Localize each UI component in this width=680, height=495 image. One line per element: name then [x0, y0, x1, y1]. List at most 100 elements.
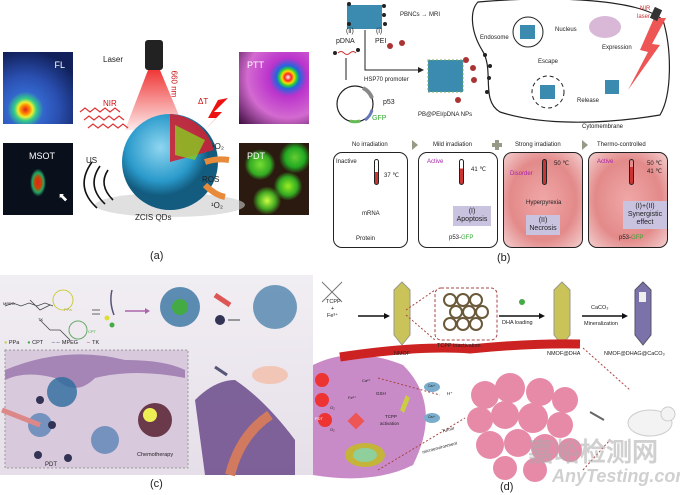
ultrasound-waves-icon [83, 161, 114, 209]
temperature-low-label: 41 ℃ [647, 169, 663, 175]
pdna-label: pDNA [336, 38, 355, 45]
tumor-tissue [195, 380, 295, 475]
fe2-label: Fe²⁺ [348, 395, 357, 400]
state-label: Inactive [336, 159, 357, 165]
nmof-dha-label: NMOF@DHA [547, 351, 581, 357]
nir-laser-label-1: NIR [640, 6, 651, 12]
hsp70-label: HSP70 promoter [364, 77, 409, 83]
tag-number: (I) [468, 208, 476, 215]
endosome [512, 16, 544, 48]
delta-t-label: ΔT [198, 97, 209, 106]
stage-title-thermo: Thermo-controlled [597, 142, 646, 148]
negative-charges [333, 2, 387, 55]
pdt-label: PDT [247, 151, 265, 161]
legend-tk: ∼ TK [86, 340, 100, 346]
product-label: p53-GFP [619, 235, 643, 241]
mpeg-structure-label: MPEG [3, 301, 15, 306]
ca-ion-label-2: Ca²⁺ [428, 415, 436, 419]
thermometer-icon [542, 159, 547, 185]
apoptosis-tag: (I)Apoptosis [453, 206, 491, 227]
msot-label: MSOT [29, 151, 55, 161]
mrna-label: mRNA [362, 211, 380, 217]
watermark-cn: 嘉峪检测网 [528, 437, 659, 467]
chemical-structure [4, 299, 71, 341]
tcpp-activation-label: TCPP [385, 414, 398, 419]
pdt-label: PDT [45, 462, 57, 468]
legend-label: TK [92, 340, 100, 346]
ros-label: ROS [202, 175, 220, 184]
legend-cpt: ● CPT [27, 340, 44, 346]
plus-label: + [331, 306, 335, 312]
nmof-dha-prism [553, 281, 571, 346]
legend-label: CPT [32, 340, 44, 346]
ca-ion-label: Ca²⁺ [428, 384, 436, 388]
panel-a-label: (a) [150, 250, 164, 262]
syringe-icon [214, 365, 228, 377]
fl-label: FL [54, 60, 65, 70]
hyperpyrexia-label: Hyperpyrexia [526, 200, 562, 206]
necrosis-tag: (II)Necrosis [526, 215, 560, 236]
nir-label: NIR [103, 99, 117, 108]
cpt-structure-label: CPT [88, 329, 96, 334]
ppa-structure [52, 289, 74, 311]
ros-icons [34, 396, 72, 462]
pei-label: PEI [375, 38, 387, 45]
ros-arrow [204, 156, 230, 165]
tcpp-structure [321, 281, 343, 303]
nmof-prism [393, 281, 411, 346]
product-label: p53-GFP [449, 235, 473, 241]
pbncs-mri-label: PBNCs → MRI [400, 12, 441, 18]
tag-text-2: effect [636, 219, 654, 227]
gfp-text: GFP [631, 235, 644, 241]
blood-vessel [225, 410, 273, 477]
ros-icon [215, 315, 225, 325]
final-product-label: NMOF@DHAG@CaCO₃ [604, 351, 665, 357]
endosome-label: Endosome [480, 35, 509, 41]
expression-label: Expression [602, 45, 632, 51]
stage-box-strong: Disorder 50 ℃ Hyperpyrexia (II)Necrosis [503, 152, 583, 248]
laser-icon [145, 40, 163, 70]
temperature-label: 37 ℃ [384, 173, 400, 179]
nir-laser-bolt [628, 18, 666, 90]
stage-box-no-irradiation: Inactive 37 ℃ mRNA Protein [333, 152, 408, 248]
thermometer-icon [459, 159, 464, 185]
tcpp-label: TCPP [326, 299, 341, 305]
stage-title-no-irradiation: No irradiation [352, 142, 388, 148]
zcis-qd-illustration [79, 40, 245, 217]
nps-label: PB@PEI/pDNA NPs [418, 112, 473, 118]
panel-d-label: (d) [500, 481, 514, 493]
stage-title-mild: Mild irradiation [433, 142, 473, 148]
tcpp-inactivation-label: TCPP inactivation [437, 343, 481, 349]
ptt-label: PTT [247, 60, 264, 70]
tcpp-inactivation-box [434, 287, 498, 341]
tumor-tissue [467, 373, 582, 482]
nmof-label: NMOF [394, 351, 411, 357]
triplet-o2-label: ³O₂ [212, 142, 224, 151]
singlet-o2-label: ¹O₂ [211, 201, 223, 210]
state-label: Disorder [510, 171, 533, 177]
thermometer-icon [374, 159, 379, 185]
p53-label: p53 [383, 99, 395, 106]
tag-text: Necrosis [529, 225, 557, 233]
o2-label: O₂ [330, 405, 335, 410]
o2-label-2: O₂ [330, 427, 335, 432]
ptt-image: PTT [239, 52, 309, 124]
legend: ● PPa ● CPT ∼∼ MPEG ∼ TK [4, 340, 99, 346]
p53-text: p53- [449, 235, 462, 241]
fl-image: FL [3, 52, 73, 124]
final-prism [634, 281, 652, 346]
thermometer-icon [629, 159, 634, 185]
hexagon-lattice [443, 293, 489, 331]
release-label: Release [577, 98, 600, 104]
legend-mpeg: ∼∼ MPEG [51, 340, 79, 346]
nucleus-label: Nucleus [555, 27, 577, 33]
us-label: US [86, 156, 98, 165]
dha-icon [519, 299, 525, 305]
legend-ppa: ● PPa [4, 340, 20, 346]
cytomembrane-label: Cytomembrane [582, 124, 624, 130]
cpt-structure [68, 320, 88, 340]
pdt-label: PDT [315, 416, 323, 421]
